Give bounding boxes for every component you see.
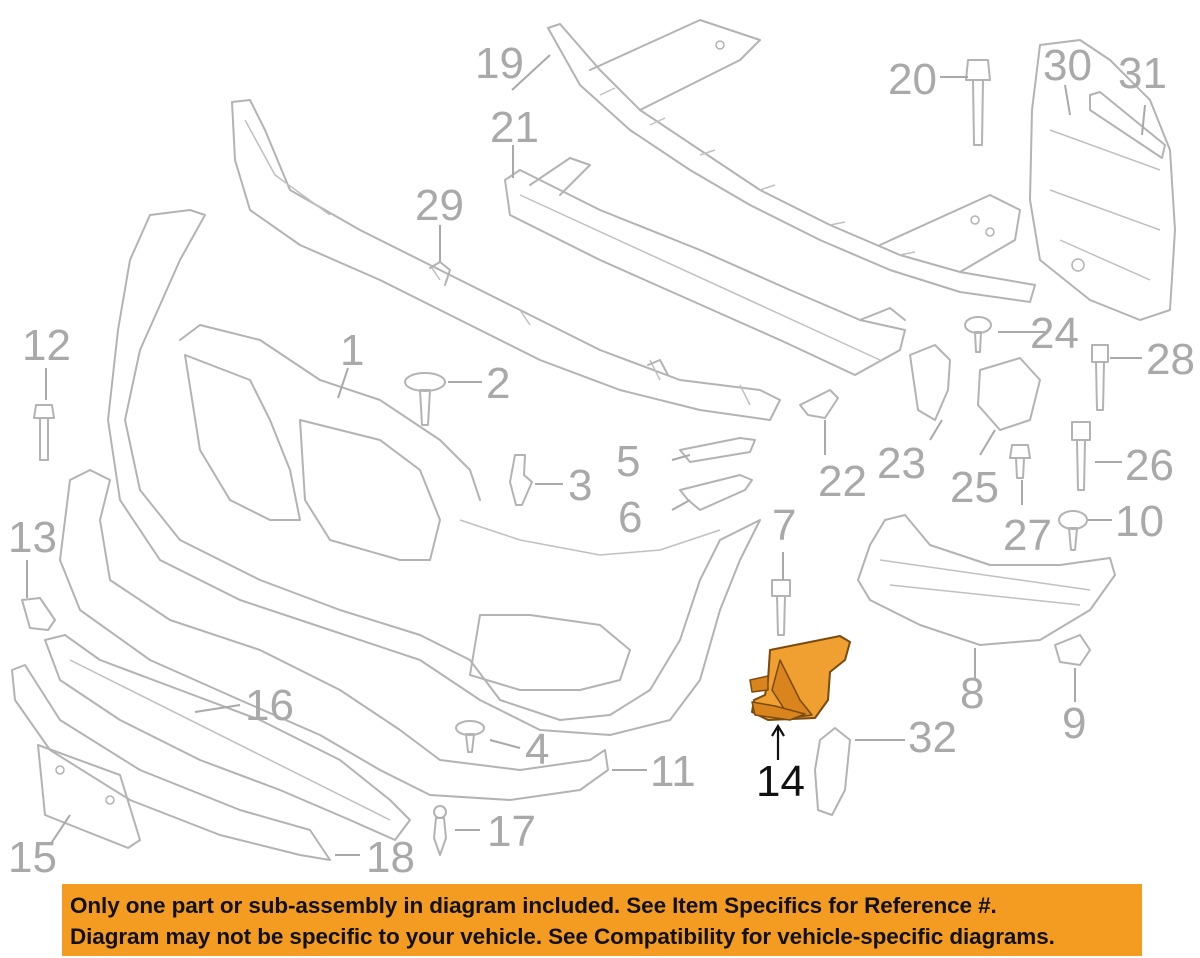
callout-6: 6 [618,493,642,542]
callout-25: 25 [950,463,999,512]
part-9-nut [1054,634,1091,666]
disclaimer-line-2: Diagram may not be specific to your vehi… [70,924,1055,949]
callout-5: 5 [616,437,640,486]
part-10-screw [1058,510,1088,551]
part-16-lower-panel [44,634,411,841]
callout-27: 27 [1003,511,1052,560]
callout-16: 16 [245,681,294,730]
part-5-bracket [679,437,756,463]
callout-2: 2 [486,359,510,408]
part-21-reinforcement [504,157,906,376]
part-2-screw [404,372,446,426]
callout-3: 3 [568,461,592,510]
callout-15: 15 [8,833,57,882]
callout-18: 18 [366,833,415,882]
disclaimer-line-1: Only one part or sub-assembly in diagram… [70,893,997,918]
part-11-lower-spoiler [59,469,609,801]
callout-20: 20 [888,55,937,104]
part-31-seal [1089,91,1166,159]
part-13-clip [21,597,56,631]
callout-7: 7 [772,501,796,550]
callout-19: 19 [475,39,524,88]
callout-21: 21 [490,103,539,152]
part-6-bracket [679,474,753,511]
part-15-plate-bracket [37,744,141,849]
part-14-highlighted-bracket [749,635,851,721]
part-30-crash-box [1029,39,1176,321]
callout-9: 9 [1062,699,1086,748]
callout-11: 11 [650,747,696,796]
part-19-carrier [547,19,1036,303]
callout-23: 23 [877,439,926,488]
part-7-bolt [771,579,791,636]
callout-1: 1 [340,326,364,375]
callout-31: 31 [1118,49,1167,98]
disclaimer-banner: Only one part or sub-assembly in diagram… [62,884,1142,956]
callout-30: 30 [1043,41,1092,90]
callout-24: 24 [1030,309,1079,358]
part-24-screw [964,316,992,353]
part-22-clip [799,389,839,419]
leader-lines [26,54,1146,856]
callout-13: 13 [8,513,57,562]
part-27-nut [1009,444,1031,479]
callout-29: 29 [415,181,464,230]
callout-14: 14 [756,757,805,806]
part-8-side-bracket [857,514,1116,646]
part-1-bumper-cover [107,209,761,736]
part-28-bolt [1091,344,1109,411]
part-12-bolt [33,404,55,461]
part-20-bolt [965,59,991,146]
callout-26: 26 [1125,441,1174,490]
callout-10: 10 [1115,497,1164,546]
callout-12: 12 [22,321,71,370]
callout-4: 4 [525,725,549,774]
callout-22: 22 [818,457,867,506]
part-4-screw [455,720,485,753]
callout-17: 17 [487,807,536,856]
part-25-bracket [977,357,1041,431]
part-3-clip [509,454,533,506]
callout-8: 8 [960,669,984,718]
part-23-bracket [909,344,951,421]
part-32-reflector [814,727,851,816]
callout-32: 32 [908,713,957,762]
callout-28: 28 [1146,335,1195,384]
part-17-clip [433,805,447,856]
part-26-bolt [1071,421,1091,491]
part-29-upper-support [231,99,781,421]
callout-labels: 19 21 29 20 30 31 12 1 2 24 28 5 3 22 23… [8,39,1195,882]
